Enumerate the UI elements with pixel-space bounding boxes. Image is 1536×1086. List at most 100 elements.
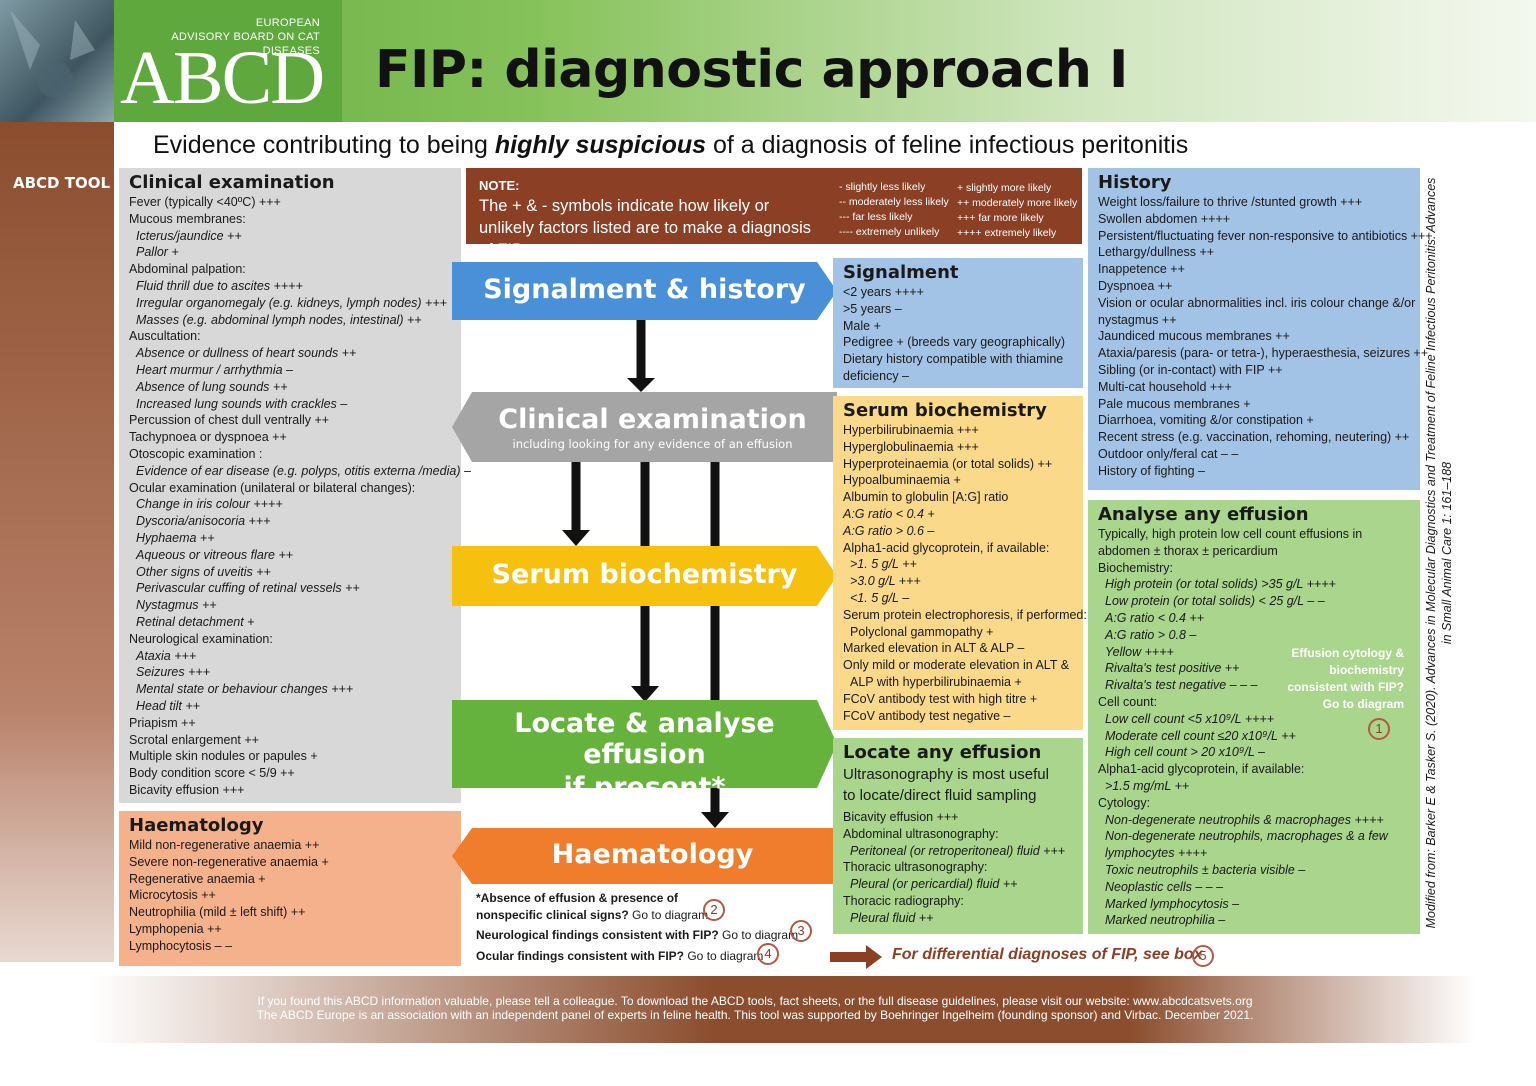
list-item: <1. 5 g/L – <box>850 590 910 605</box>
diagram-2-link[interactable]: 2 <box>703 899 725 921</box>
list-item: A:G ratio < 0.4 ++ <box>1105 610 1205 625</box>
diagram-5-link[interactable]: 5 <box>1192 945 1214 967</box>
list-item: Rivalta's test negative – – – <box>1105 678 1258 693</box>
diagram-4-number[interactable]: 4 <box>757 943 779 965</box>
list-item: Bicavity effusion +++ <box>843 810 959 824</box>
list-item: Vision or ocular abnormalities incl. iri… <box>1098 295 1416 310</box>
list-item: Priapism ++ <box>129 715 196 730</box>
citation-line2: in Small Animal Care 1: 161–188 <box>1440 461 1454 645</box>
list-item: Non-degenerate neutrophils & macrophages… <box>1105 812 1384 827</box>
list-item: Change in iris colour ++++ <box>136 497 283 512</box>
stage-clinical: Clinical examination including looking f… <box>452 392 837 462</box>
list-item: Pedigree + (breeds vary geographically) <box>843 335 1065 350</box>
list-item: Fluid thrill due to ascites ++++ <box>136 278 303 293</box>
callout-line: biochemistry <box>1329 663 1404 677</box>
list-item: Masses (e.g. abdominal lymph nodes, inte… <box>136 312 422 327</box>
footer-line2: The ABCD Europe is an association with a… <box>256 1008 1254 1022</box>
serum-title: Serum biochemistry <box>843 400 1047 421</box>
list-item: <2 years ++++ <box>843 285 924 299</box>
list-item: Lymphopenia ++ <box>129 921 222 936</box>
note-text: The + & - symbols indicate how likely or… <box>479 197 811 259</box>
list-item: Bicavity effusion +++ <box>129 782 245 797</box>
diagram-1-link[interactable]: 1 <box>1368 718 1390 740</box>
list-item: Thoracic ultrasonography: <box>843 860 988 875</box>
citation: Modified from: Barker E & Tasker S. (202… <box>1418 168 1460 938</box>
list-item: Seizures +++ <box>136 665 211 680</box>
list-item: Toxic neutrophils ± bacteria visible – <box>1105 862 1306 877</box>
list-item: Alpha1-acid glycoprotein, if available: <box>843 540 1050 555</box>
list-item: Typically, high protein low cell count e… <box>1098 527 1363 541</box>
legend-item: +++ far more likely <box>957 212 1044 224</box>
list-item: Recent stress (e.g. vaccination, rehomin… <box>1098 430 1410 445</box>
list-item: Marked elevation in ALT & ALP – <box>843 641 1025 656</box>
list-item: Rivalta's test positive ++ <box>1105 661 1240 676</box>
signalment-title: Signalment <box>843 262 959 283</box>
list-item: Non-degenerate neutrophils, macrophages … <box>1105 829 1388 844</box>
page-title: FIP: diagnostic approach I <box>375 40 1128 100</box>
list-item: FCoV antibody test with high titre + <box>843 691 1038 706</box>
differential-link[interactable]: For differential diagnoses of FIP, see b… <box>892 946 1203 963</box>
diagram-3-link[interactable]: 3 <box>790 920 812 942</box>
list-item: Pale mucous membranes + <box>1098 396 1251 411</box>
locate-title: Locate any effusion <box>843 742 1042 763</box>
note-title: NOTE: <box>479 178 520 193</box>
list-item: Serum protein electrophoresis, if perfor… <box>843 607 1087 622</box>
list-item: Icterus/jaundice ++ <box>136 228 242 243</box>
clinical-exam-list: Fever (typically <40ºC) +++Mucous membra… <box>129 194 471 799</box>
list-item: Biochemistry: <box>1098 560 1174 575</box>
note-diagram-3[interactable]: Neurological findings consistent with FI… <box>476 928 798 942</box>
history-list: Weight loss/failure to thrive /stunted g… <box>1098 194 1433 480</box>
list-item: Auscultation: <box>129 329 201 344</box>
serum-panel: Serum biochemistry Hyperbilirubinaemia +… <box>833 396 1087 730</box>
stage-clinical-label: Clinical examination <box>498 404 807 435</box>
stage-signalment: Signalment & history <box>452 262 837 320</box>
diagram-3-number[interactable]: 3 <box>790 920 812 942</box>
list-item: Multiple skin nodules or papules + <box>129 749 318 764</box>
list-item: Sibling (or in-contact) with FIP ++ <box>1098 362 1283 377</box>
legend-plus: + slightly more likely++ moderately more… <box>957 181 1077 241</box>
list-item: Mucous membranes: <box>129 211 246 226</box>
history-panel: History Weight loss/failure to thrive /s… <box>1088 168 1433 490</box>
note2-goto: Go to diagram <box>628 908 709 922</box>
list-item: Increased lung sounds with crackles – <box>136 396 348 411</box>
diagram-1-number[interactable]: 1 <box>1368 718 1390 740</box>
list-item: Cell count: <box>1098 694 1158 709</box>
list-item: >1. 5 g/L ++ <box>850 557 917 572</box>
locate-panel: Locate any effusion Ultrasonography is m… <box>833 738 1083 934</box>
org-line2: ADVISORY BOARD ON CAT DISEASES <box>171 31 320 57</box>
diagram-5-number[interactable]: 5 <box>1192 945 1214 967</box>
list-item: >5 years – <box>843 301 902 316</box>
sidebar-label: ABCD TOOL <box>13 174 111 192</box>
list-item: Perivascular cuffing of retinal vessels … <box>136 581 360 596</box>
org-line1: EUROPEAN <box>255 17 320 29</box>
list-item: Weight loss/failure to thrive /stunted g… <box>1098 195 1363 209</box>
legend-item: ---- extremely unlikely <box>839 226 940 238</box>
list-item: Lethargy/dullness ++ <box>1098 245 1215 260</box>
list-item: Ataxia +++ <box>136 648 197 663</box>
list-item: Outdoor only/feral cat – – <box>1098 446 1239 461</box>
note-diagram-2[interactable]: *Absence of effusion & presence of nonsp… <box>476 890 708 924</box>
list-item: Dietary history compatible with thiamine <box>843 352 1064 367</box>
note4-text: Ocular findings consistent with FIP? <box>476 949 685 963</box>
legend-item: - slightly less likely <box>839 181 926 193</box>
footer <box>90 976 1476 1043</box>
diagram-4-link[interactable]: 4 <box>757 943 779 965</box>
note-diagram-4[interactable]: Ocular findings consistent with FIP? Go … <box>476 949 763 963</box>
stage-effusion-label2: if present* <box>563 772 726 803</box>
list-item: Peritoneal (or retroperitoneal) fluid ++… <box>850 843 1066 858</box>
list-item: Swollen abdomen ++++ <box>1098 211 1231 226</box>
subtitle-before: Evidence contributing to being <box>153 131 495 159</box>
list-item: Scrotal enlargement ++ <box>129 732 259 747</box>
history-title: History <box>1098 172 1172 193</box>
list-item: High protein (or total solids) >35 g/L +… <box>1105 577 1336 592</box>
list-item: Polyclonal gammopathy + <box>850 624 994 639</box>
diagram-2-number[interactable]: 2 <box>703 899 725 921</box>
list-item: Retinal detachment + <box>136 614 255 629</box>
list-item: nystagmus ++ <box>1098 312 1177 327</box>
list-item: Absence or dullness of heart sounds ++ <box>136 346 357 361</box>
abcd-logo <box>114 0 342 122</box>
signalment-panel: Signalment <2 years ++++>5 years –Male +… <box>833 258 1083 388</box>
list-item: deficiency – <box>843 368 910 383</box>
list-item: Neurological examination: <box>129 631 273 646</box>
